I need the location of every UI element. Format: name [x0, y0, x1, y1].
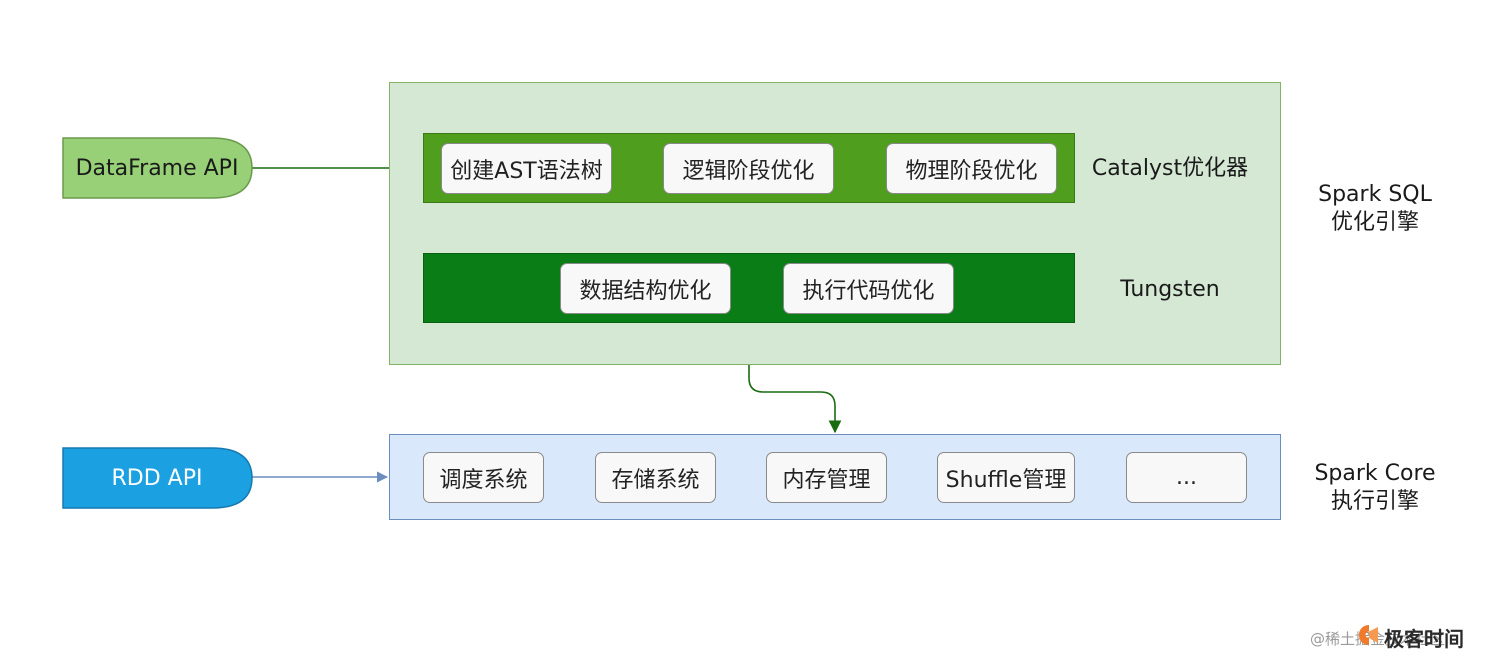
- arrow-tungsten-to-core: [748, 323, 842, 434]
- node-memory-management: 内存管理: [766, 452, 887, 503]
- rdd-api-shape: [62, 447, 253, 509]
- dataframe-api-shape: [62, 137, 253, 199]
- node-logical-optimization: 逻辑阶段优化: [663, 143, 834, 194]
- catalyst-label: Catalyst优化器: [1091, 156, 1249, 181]
- tungsten-label: Tungsten: [1120, 277, 1220, 302]
- spark-core-title-line2: 执行引擎: [1330, 489, 1419, 514]
- node-scheduling-system: 调度系统: [423, 452, 544, 503]
- spark-core-title-line1: Spark Core: [1314, 461, 1436, 486]
- node-create-ast: 创建AST语法树: [441, 143, 612, 194]
- spark-sql-title: Spark SQL 优化引擎: [1295, 181, 1455, 237]
- geektime-logo-text: 极客时间: [1384, 627, 1464, 651]
- node-storage-system: 存储系统: [595, 452, 716, 503]
- node-data-structure-optimization: 数据结构优化: [560, 263, 731, 314]
- spark-sql-title-line2: 优化引擎: [1330, 210, 1419, 235]
- spark-sql-title-line1: Spark SQL: [1318, 182, 1432, 207]
- node-more: ...: [1126, 452, 1247, 503]
- node-shuffle-management: Shuffle管理: [937, 452, 1075, 503]
- tungsten-bar: [423, 253, 1075, 323]
- node-physical-optimization: 物理阶段优化: [886, 143, 1057, 194]
- geektime-logo-icon: [1359, 625, 1378, 645]
- node-code-execution-optimization: 执行代码优化: [783, 263, 954, 314]
- rdd-api-label: RDD API: [111, 465, 203, 491]
- dataframe-api-label: DataFrame API: [75, 155, 239, 181]
- spark-core-title: Spark Core 执行引擎: [1295, 460, 1455, 516]
